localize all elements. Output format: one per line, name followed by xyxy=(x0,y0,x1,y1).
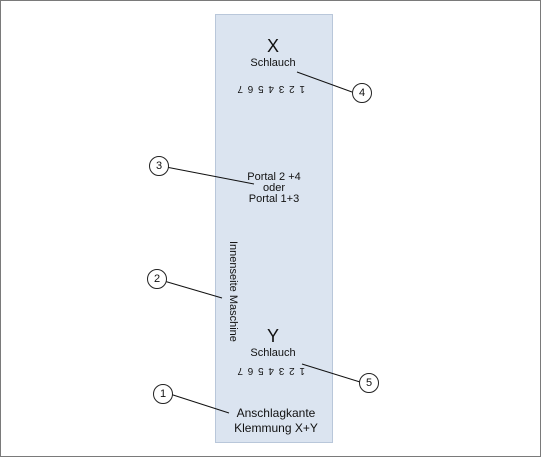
leader-line-4 xyxy=(297,72,352,92)
callout-5: 5 xyxy=(359,373,379,393)
leader-line-2 xyxy=(164,281,222,298)
callout-1: 1 xyxy=(153,384,173,404)
callout-3: 3 xyxy=(149,156,169,176)
callout-2: 2 xyxy=(147,269,167,289)
callout-4: 4 xyxy=(352,83,372,103)
leader-line-5 xyxy=(302,364,360,382)
leader-line-3 xyxy=(166,167,254,184)
leader-line-1 xyxy=(170,394,229,413)
